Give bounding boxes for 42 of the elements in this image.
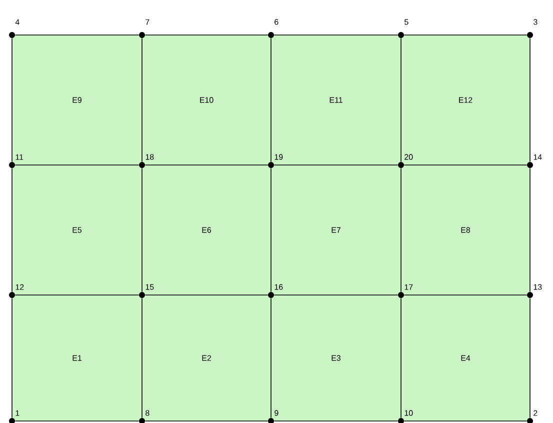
mesh-line — [400, 298, 402, 418]
mesh-line — [274, 164, 398, 166]
mesh-line — [274, 420, 398, 422]
mesh-point — [398, 418, 404, 423]
mesh-point — [527, 32, 533, 38]
mesh-line — [404, 34, 528, 36]
mesh-point — [9, 32, 15, 38]
mesh-line — [404, 420, 528, 422]
mesh-point — [398, 32, 404, 38]
mesh-point — [527, 162, 533, 168]
mesh-line — [14, 34, 140, 36]
mesh-point — [268, 292, 274, 298]
mesh-line — [14, 294, 140, 296]
mesh-line — [400, 38, 402, 162]
mesh-line — [270, 38, 272, 162]
mesh-line — [144, 294, 268, 296]
mesh-point — [398, 162, 404, 168]
mesh-line — [274, 294, 398, 296]
mesh-line — [144, 164, 268, 166]
mesh-point — [398, 292, 404, 298]
mesh-point — [527, 418, 533, 423]
mesh-line — [404, 164, 528, 166]
mesh-line — [144, 420, 268, 422]
mesh-point — [9, 418, 15, 423]
mesh-line — [14, 420, 140, 422]
mesh-point — [139, 292, 145, 298]
mesh-point — [139, 32, 145, 38]
mesh-line — [274, 34, 398, 36]
mesh-point — [9, 162, 15, 168]
mesh-point — [9, 292, 15, 298]
mesh-point — [268, 418, 274, 423]
mesh-line — [404, 294, 528, 296]
mesh-line — [270, 168, 272, 292]
mesh-point — [139, 418, 145, 423]
mesh-line — [270, 298, 272, 418]
mesh-point — [268, 32, 274, 38]
mesh-line — [144, 34, 268, 36]
mesh-point — [527, 292, 533, 298]
mesh-line — [14, 164, 140, 166]
mesh-point — [139, 162, 145, 168]
mesh-line — [400, 168, 402, 292]
mesh-point — [268, 162, 274, 168]
